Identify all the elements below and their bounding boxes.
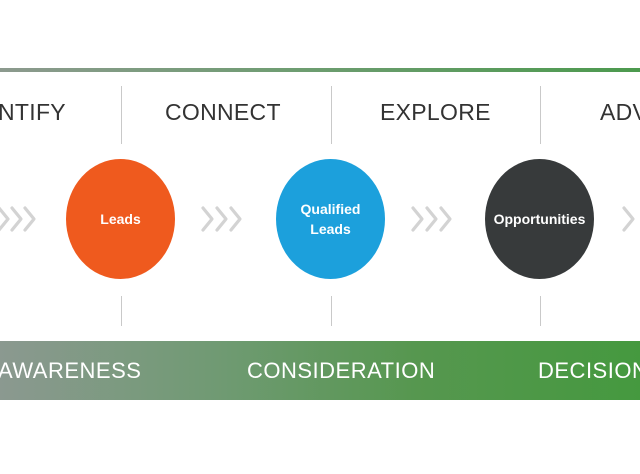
leads-node-label: Leads: [100, 211, 141, 227]
stage-advise-label: ADV: [600, 99, 640, 125]
node-divider-2: [331, 296, 332, 326]
qualified-leads-line1: Qualified: [300, 201, 361, 217]
chevron-arrows-2: [409, 202, 459, 236]
phase-awareness-label: AWARENESS: [0, 358, 142, 383]
phase-consideration-label: CONSIDERATION: [247, 358, 436, 383]
opportunities-node: Opportunities: [485, 159, 594, 279]
chevron-icon: [215, 206, 228, 232]
stage-explore-label: EXPLORE: [380, 99, 491, 125]
top-rule: [0, 68, 640, 72]
chevron-icon: [411, 206, 424, 232]
chevron-icon: [10, 206, 23, 232]
qualified-leads-node: Qualified Leads: [276, 159, 385, 279]
chevron-arrows-left: [0, 202, 42, 236]
chevron-icon: [0, 206, 10, 232]
stage-divider-1: [121, 86, 122, 144]
chevron-icon: [439, 206, 452, 232]
phase-decision-label: DECISION: [538, 358, 640, 383]
leads-node: Leads: [66, 159, 175, 279]
chevron-icon: [425, 206, 438, 232]
phase-bar: AWARENESS CONSIDERATION DECISION: [0, 341, 640, 400]
node-divider-1: [121, 296, 122, 326]
stage-divider-3: [540, 86, 541, 144]
opportunities-node-label: Opportunities: [493, 211, 586, 227]
stage-identify-label: NTIFY: [0, 99, 66, 125]
chevron-icon: [229, 206, 242, 232]
qualified-leads-line2: Leads: [310, 221, 351, 237]
stage-divider-2: [331, 86, 332, 144]
chevron-icon: [23, 206, 36, 232]
chevron-icon: [201, 206, 214, 232]
chevron-arrows-right: [620, 202, 640, 236]
chevron-arrows-1: [199, 202, 249, 236]
stage-connect-label: CONNECT: [165, 99, 281, 125]
node-divider-3: [540, 296, 541, 326]
chevron-icon: [622, 206, 635, 232]
